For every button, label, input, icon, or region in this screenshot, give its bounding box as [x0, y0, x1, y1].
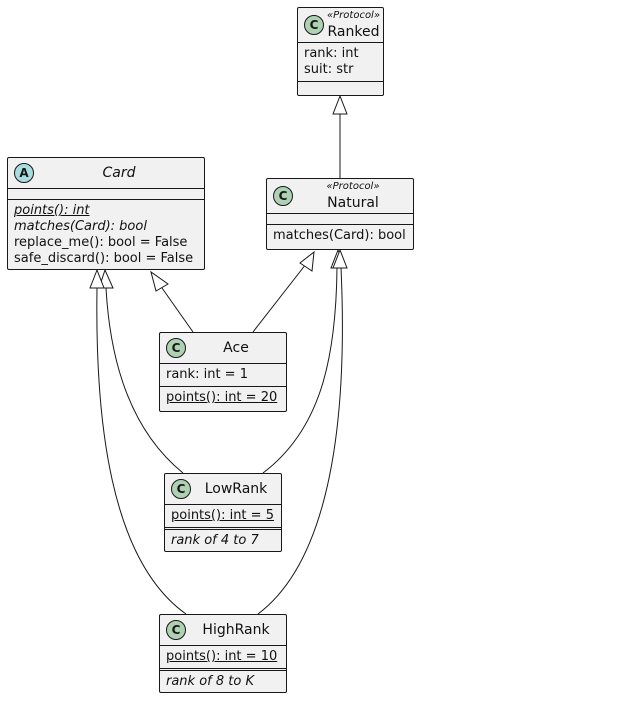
class-card-attributes — [8, 188, 204, 199]
class-highrank-header: C HighRank — [160, 615, 286, 645]
class-ace-name: Ace — [223, 340, 249, 356]
class-ranked-header: C «Protocol» Ranked — [298, 8, 383, 42]
edge-highrank-natural — [257, 267, 343, 615]
edge-highrank-card — [96, 287, 187, 615]
class-ranked-stereotype: «Protocol» — [326, 10, 381, 21]
class-highrank-note: rank of 8 to K — [160, 668, 286, 693]
class-natural-header: C «Protocol» Natural — [267, 179, 413, 213]
class-c-icon: C — [171, 479, 191, 499]
class-highrank-name: HighRank — [202, 622, 270, 638]
class-c-icon: C — [166, 338, 186, 358]
edge-ace-natural — [252, 263, 307, 333]
arrowhead-highrank-card — [89, 268, 105, 289]
class-lowrank-name: LowRank — [204, 481, 268, 497]
class-natural-methods: matches(Card): bool — [267, 224, 413, 247]
class-natural-name: Natural — [327, 195, 379, 211]
method-points: points(): int — [14, 203, 90, 218]
edge-lowrank-card — [105, 287, 184, 474]
method-matches: matches(Card): bool — [14, 219, 147, 234]
class-ace-attributes: rank: int = 1 — [160, 363, 286, 386]
class-highrank[interactable]: C HighRank points(): int = 10 rank of 8 … — [159, 614, 287, 693]
note-text: rank of 4 to 7 — [171, 533, 259, 548]
class-card-name: Card — [102, 165, 136, 181]
arrowhead-highrank-natural — [332, 248, 348, 269]
class-ranked[interactable]: C «Protocol» Ranked rank: int suit: str — [297, 7, 384, 96]
attr-suit: suit: str — [304, 62, 354, 77]
class-natural-attributes — [267, 213, 413, 224]
class-ace[interactable]: C Ace rank: int = 1 points(): int = 20 — [159, 332, 287, 412]
class-ace-methods: points(): int = 20 — [160, 386, 286, 409]
class-ranked-name: Ranked — [327, 24, 380, 40]
class-natural-stereotype: «Protocol» — [326, 181, 380, 192]
class-highrank-methods: points(): int = 10 — [160, 645, 286, 668]
method-safe-discard: safe_discard(): bool = False — [14, 251, 194, 266]
class-natural[interactable]: C «Protocol» Natural matches(Card): bool — [266, 178, 414, 250]
class-ranked-methods — [298, 81, 383, 92]
method-matches: matches(Card): bool — [273, 228, 406, 243]
method-points: points(): int = 20 — [166, 390, 278, 405]
edge-lowrank-natural — [262, 267, 338, 474]
class-card[interactable]: A Card points(): int matches(Card): bool… — [7, 157, 205, 270]
class-card-methods: points(): int matches(Card): bool replac… — [8, 199, 204, 270]
class-lowrank-header: C LowRank — [165, 474, 281, 504]
method-points: points(): int = 5 — [171, 508, 274, 523]
attr-rank: rank: int = 1 — [166, 367, 248, 382]
class-c-icon: C — [273, 186, 293, 206]
class-lowrank[interactable]: C LowRank points(): int = 5 rank of 4 to… — [164, 473, 282, 552]
class-c-icon: C — [304, 15, 324, 35]
attr-rank: rank: int — [304, 46, 359, 61]
class-ranked-attributes: rank: int suit: str — [298, 42, 383, 81]
class-lowrank-methods: points(): int = 5 — [165, 504, 281, 527]
arrowhead-natural-ranked — [332, 94, 348, 115]
method-points: points(): int = 10 — [166, 649, 278, 664]
arrowhead-ace-card — [150, 270, 169, 292]
class-c-icon: C — [166, 620, 186, 640]
class-ace-header: C Ace — [160, 333, 286, 363]
arrowhead-ace-natural — [299, 250, 315, 272]
class-lowrank-note: rank of 4 to 7 — [165, 527, 281, 552]
abstract-class-a-icon: A — [14, 163, 34, 183]
class-card-header: A Card — [8, 158, 204, 188]
method-replace-me: replace_me(): bool = False — [14, 235, 188, 250]
edge-ace-card — [161, 287, 194, 333]
note-text: rank of 8 to K — [166, 674, 254, 689]
